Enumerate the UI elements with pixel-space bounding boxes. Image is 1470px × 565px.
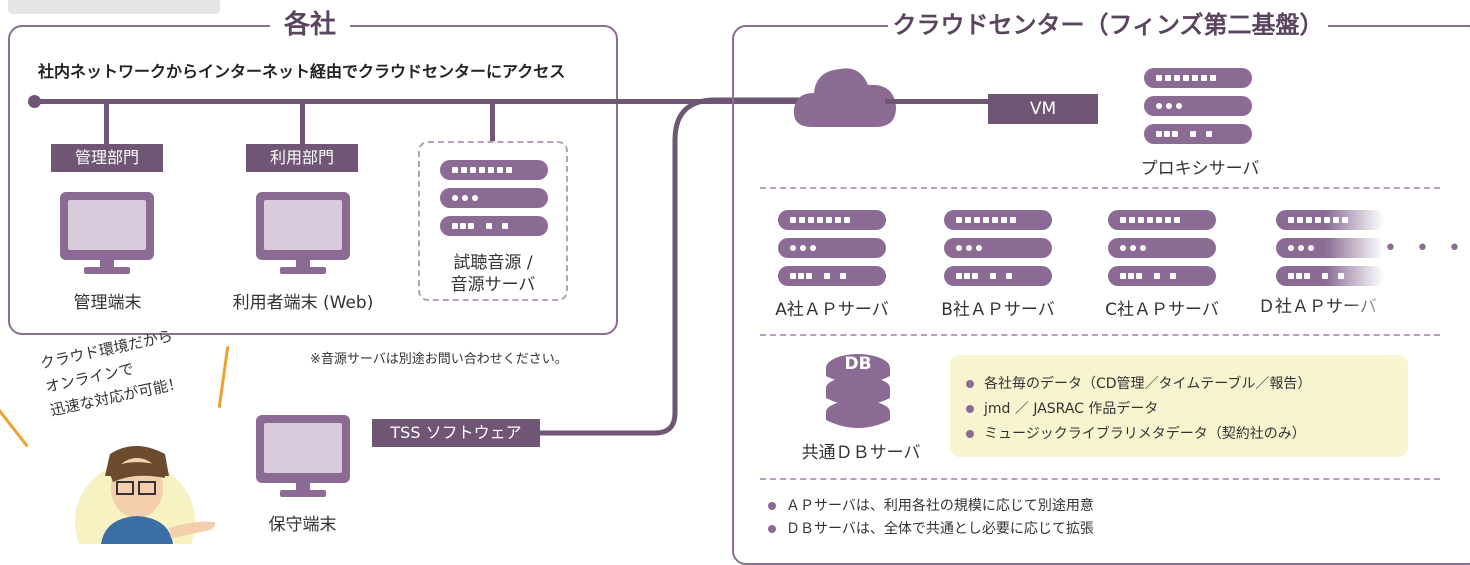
ap-server-c-icon [1108, 210, 1216, 294]
network-description: 社内ネットワークからインターネット経由でクラウドセンターにアクセス [38, 62, 566, 81]
tss-software-tag: TSS ソフトウェア [372, 419, 540, 447]
db-contents-box [950, 355, 1408, 457]
db-item-3: ミュージックライブラリメタデータ（契約社のみ） [966, 423, 1306, 443]
db-item-2-text: jmd ／ JASRAC 作品データ [984, 401, 1159, 417]
more-servers-icon: • • • [1384, 236, 1467, 261]
cloud-note-1: ＡＰサーバは、利用各社の規模に応じて別途用意 [768, 495, 1094, 515]
db-server-icon [826, 354, 890, 428]
db-item-2: jmd ／ JASRAC 作品データ [966, 398, 1158, 418]
db-item-1-text: 各社毎のデータ（CD管理／タイムテーブル／報告） [984, 376, 1312, 392]
maintenance-terminal-label: 保守端末 [268, 515, 337, 535]
dept-admin-tag: 管理部門 [51, 144, 163, 172]
divider-3 [760, 478, 1440, 480]
speech-mark-left [0, 404, 29, 448]
title-rule-left [210, 25, 260, 27]
drop-admin [104, 101, 109, 144]
maintenance-link [520, 97, 820, 436]
db-item-1: 各社毎のデータ（CD管理／タイムテーブル／報告） [966, 373, 1311, 393]
audio-server-box [418, 141, 568, 301]
db-label: DB [844, 354, 872, 374]
proxy-server-label: プロキシサーバ [1140, 159, 1260, 179]
divider-1 [760, 187, 1440, 189]
divider-2 [760, 334, 1440, 336]
audio-server-label-2: 音源サーバ [450, 275, 536, 295]
proxy-server-icon [1144, 68, 1252, 152]
support-person-illustration [75, 446, 216, 544]
audio-server-label-1: 試聴音源 / [453, 253, 533, 273]
ap-server-c-label: C社ＡＰサーバ [1105, 300, 1219, 320]
cloud-note-1-text: ＡＰサーバは、利用各社の規模に応じて別途用意 [786, 498, 1094, 514]
cloud-title-rule-left [800, 25, 882, 27]
vm-tag: VM [988, 94, 1098, 124]
drop-user [300, 101, 305, 144]
cloud-title-rule-right [1336, 25, 1470, 27]
db-item-3-text: ミュージックライブラリメタデータ（契約社のみ） [984, 426, 1306, 442]
network-line [34, 99, 824, 104]
ap-server-d-label: Ｄ社ＡＰサーバ [1258, 297, 1377, 317]
ap-server-b-label: B社ＡＰサーバ [941, 300, 1055, 320]
top-tab [8, 0, 220, 14]
cloud-note-2-text: ＤＢサーバは、全体で共通とし必要に応じて拡張 [786, 521, 1094, 537]
speech-mark-right [217, 346, 230, 408]
ap-server-b-icon [944, 210, 1052, 294]
audio-server-icon [440, 160, 548, 244]
cloud-note-2: ＤＢサーバは、全体で共通とし必要に応じて拡張 [768, 518, 1094, 538]
user-terminal-label: 利用者端末 (Web) [232, 293, 374, 313]
company-panel-title: 各社 [270, 8, 350, 42]
dept-user-tag: 利用部門 [246, 144, 358, 172]
admin-terminal-icon [60, 192, 154, 276]
db-server-label: 共通ＤＢサーバ [801, 443, 921, 463]
audio-server-note: ※音源サーバは別途お問い合わせください。 [310, 352, 568, 367]
speech-text: クラウド環境だから オンラインで 迅速な対応が可能！ [38, 324, 185, 422]
cloud-icon [793, 68, 896, 127]
cloud-center-title: クラウドセンター（フィンズ第二基盤） [888, 8, 1328, 42]
ap-server-a-label: A社ＡＰサーバ [775, 300, 889, 320]
user-terminal-icon [256, 192, 350, 276]
ap-server-a-icon [778, 210, 886, 294]
cloud-to-vm-line [885, 99, 995, 104]
ap-server-d-icon [1276, 210, 1384, 294]
admin-terminal-label: 管理端末 [73, 293, 142, 313]
maintenance-terminal-icon [256, 415, 350, 499]
drop-audio [490, 101, 495, 141]
